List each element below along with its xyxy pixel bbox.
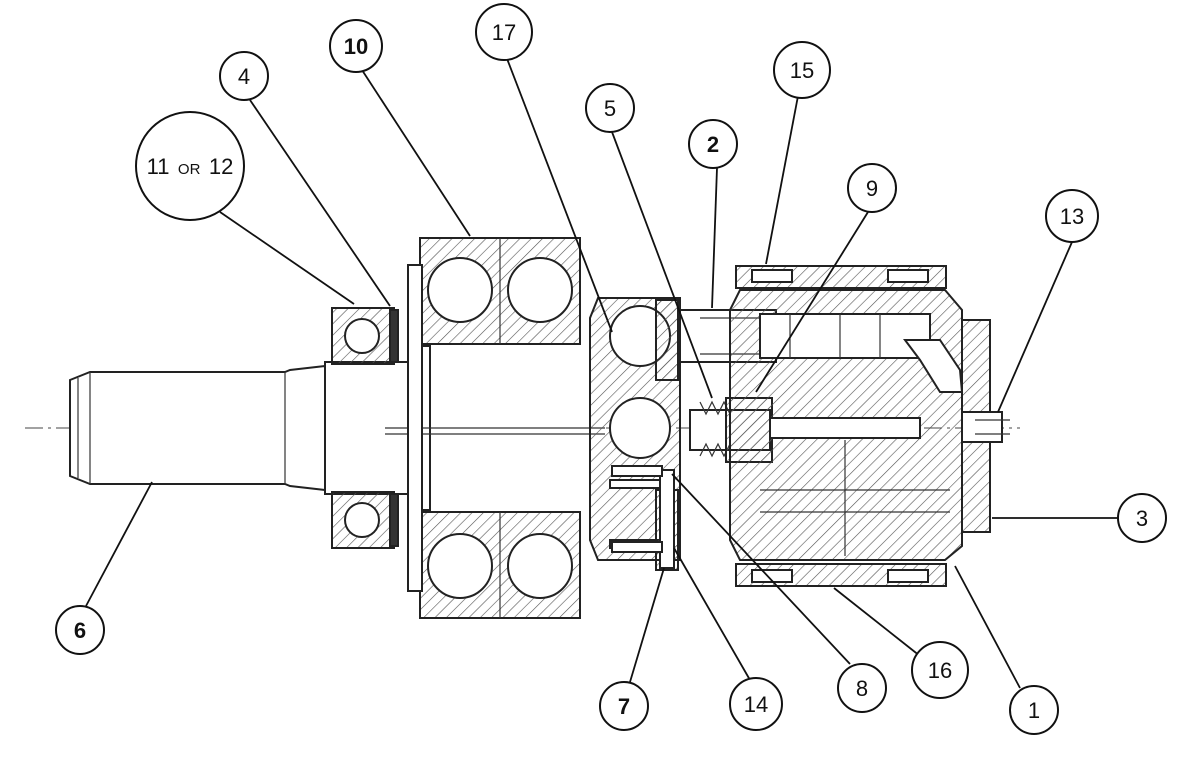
leader-6 — [85, 481, 153, 607]
svg-text:9: 9 — [866, 176, 878, 201]
svg-text:1: 1 — [1028, 698, 1040, 723]
leader-13 — [997, 241, 1073, 413]
svg-text:5: 5 — [604, 96, 616, 121]
svg-text:17: 17 — [492, 20, 516, 45]
leader-1 — [954, 565, 1021, 689]
leader-lines — [85, 55, 1118, 689]
svg-text:14: 14 — [744, 692, 768, 717]
svg-text:6: 6 — [74, 618, 86, 643]
svg-text:15: 15 — [790, 58, 814, 83]
svg-text:10: 10 — [344, 34, 368, 59]
end-cover — [961, 319, 1010, 533]
callout-7: 7 — [599, 681, 649, 731]
svg-text:8: 8 — [856, 676, 868, 701]
leader-7 — [629, 567, 665, 683]
callout-11-or-12: 11 OR 12 — [135, 111, 245, 221]
leader-10 — [361, 69, 471, 237]
callout-8: 8 — [837, 663, 887, 713]
callout-16: 16 — [911, 641, 969, 699]
svg-text:16: 16 — [928, 658, 952, 683]
svg-text:3: 3 — [1136, 506, 1148, 531]
svg-text:11 OR 12: 11 OR 12 — [147, 154, 234, 179]
callout-15: 15 — [773, 41, 831, 99]
assembly-drawing — [25, 237, 1020, 619]
leader-11or12 — [219, 211, 355, 305]
callout-17: 17 — [475, 3, 533, 61]
leader-14 — [673, 547, 751, 681]
drive-shaft — [69, 345, 605, 511]
callout-10: 10 — [329, 19, 383, 73]
callout-6: 6 — [55, 605, 105, 655]
leader-8 — [671, 473, 851, 665]
outer-sleeves — [735, 265, 947, 587]
svg-text:4: 4 — [238, 64, 250, 89]
main-double-bearing — [407, 237, 581, 619]
callout-4: 4 — [219, 51, 269, 101]
cylinder-block — [729, 289, 964, 561]
leader-4 — [249, 99, 391, 307]
callout-14: 14 — [729, 677, 783, 731]
leader-9 — [755, 211, 869, 393]
callout-13: 13 — [1045, 189, 1099, 243]
svg-text:7: 7 — [618, 694, 630, 719]
callout-2: 2 — [688, 119, 738, 169]
svg-text:13: 13 — [1060, 204, 1084, 229]
svg-text:2: 2 — [707, 132, 719, 157]
front-ball-bearing — [331, 307, 399, 549]
callout-9: 9 — [847, 163, 897, 213]
fastener-screws — [611, 465, 675, 569]
leader-16 — [833, 587, 921, 657]
leader-2 — [711, 167, 718, 309]
callout-3: 3 — [1117, 493, 1167, 543]
leader-5 — [611, 131, 713, 399]
callout-1: 1 — [1009, 685, 1059, 735]
leader-17 — [505, 55, 613, 333]
leader-15 — [765, 95, 799, 265]
callout-5: 5 — [585, 83, 635, 133]
